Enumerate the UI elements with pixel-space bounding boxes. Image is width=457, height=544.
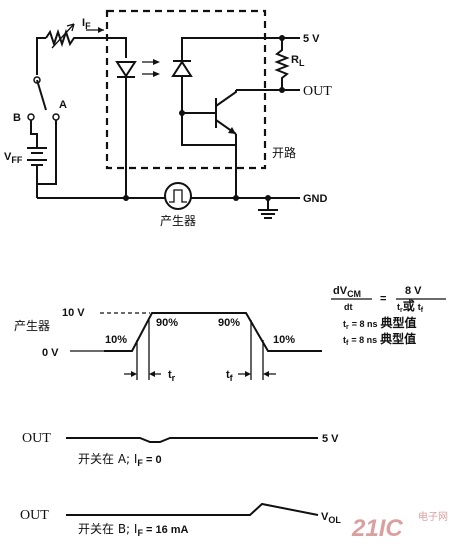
ground-symbol bbox=[258, 198, 278, 219]
if-label: IF bbox=[82, 17, 91, 31]
rl-label: RL bbox=[291, 54, 305, 68]
formula-equals: = bbox=[380, 293, 386, 305]
tr-label: tr bbox=[168, 369, 176, 383]
watermark-logo: 21IC bbox=[351, 515, 403, 542]
out-a-level: 5 V bbox=[322, 433, 339, 445]
rise-high-pct: 90% bbox=[156, 317, 178, 329]
out-label: OUT bbox=[303, 84, 332, 99]
dv-denominator: dt bbox=[344, 302, 353, 312]
variable-resistor-arrow bbox=[51, 23, 75, 49]
pulse-waveform bbox=[104, 312, 322, 352]
gnd-label: GND bbox=[303, 193, 328, 205]
dv-numerator: dVCM bbox=[333, 285, 361, 299]
wire-left-top bbox=[36, 37, 46, 60]
pulse-generator-symbol bbox=[164, 182, 192, 210]
out-a-label: OUT bbox=[22, 431, 51, 446]
out-b-level: VOL bbox=[321, 511, 341, 525]
led-diode bbox=[115, 61, 137, 78]
rise-low-pct: 10% bbox=[105, 334, 127, 346]
switch-a-label: A bbox=[59, 99, 67, 111]
fall-high-pct: 90% bbox=[218, 317, 240, 329]
out-b-waveform bbox=[66, 502, 319, 516]
out-b-label: OUT bbox=[20, 508, 49, 523]
wire-switch-b bbox=[30, 120, 38, 144]
watermark-text: 电子网 bbox=[418, 510, 448, 523]
variable-resistor bbox=[45, 28, 80, 48]
switch-b-label: B bbox=[13, 112, 21, 124]
switch-contact-b bbox=[27, 113, 35, 121]
timing-markers bbox=[136, 320, 264, 380]
low-level-label: 0 V bbox=[42, 347, 59, 359]
optocoupler-box bbox=[105, 9, 267, 170]
wire-photodiode-base bbox=[181, 76, 216, 114]
switch-blade bbox=[36, 79, 47, 111]
pulse-generator-label: 产生器 bbox=[14, 319, 50, 333]
switch-contact-a bbox=[52, 113, 60, 121]
out-a-waveform bbox=[66, 437, 318, 443]
photodiode bbox=[171, 60, 193, 77]
load-resistor bbox=[274, 38, 290, 90]
vcc-label: 5 V bbox=[303, 33, 320, 45]
wire-photodiode-top bbox=[181, 37, 282, 61]
wire-to-led bbox=[80, 37, 127, 58]
wire-switch-a bbox=[37, 120, 57, 185]
vff-label: VFF bbox=[4, 151, 23, 165]
battery-vff bbox=[27, 147, 47, 166]
tf-label: tf bbox=[226, 369, 234, 383]
high-level-label: 10 V bbox=[62, 307, 85, 319]
out-a-caption: 开关在 A; IF = 0 bbox=[78, 452, 162, 468]
fall-low-pct: 10% bbox=[273, 334, 295, 346]
open-collector-label: 开路 bbox=[272, 145, 296, 160]
generator-label: 产生器 bbox=[160, 214, 196, 228]
out-b-caption: 开关在 B; IF = 16 mA bbox=[78, 522, 189, 538]
rhs-numerator: 8 V bbox=[405, 285, 422, 297]
